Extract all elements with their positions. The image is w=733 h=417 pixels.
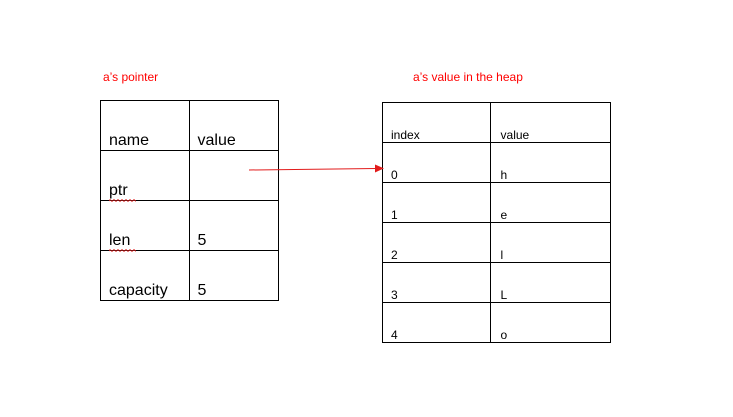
table-row: len 5 (100, 200, 279, 252)
heap-table: index value 0 h 1 e 2 l 3 L 4 o (382, 102, 612, 343)
header-label: value (500, 128, 530, 142)
arrow-line (248, 168, 377, 171)
value-cell: h (489, 142, 612, 183)
heap-value: h (500, 168, 508, 182)
heap-index: 4 (391, 328, 398, 342)
header-cell-value: value (489, 102, 612, 143)
value-cell: l (489, 222, 612, 263)
arrow-head (375, 164, 384, 173)
field-name-cell: len (100, 200, 190, 252)
value-cell: o (489, 302, 612, 343)
table-row: ptr (100, 150, 279, 202)
field-name-capacity: capacity (109, 282, 168, 299)
field-name-ptr: ptr (109, 182, 128, 199)
heap-caption: a’s value in the heap (413, 70, 523, 84)
field-name-len: len (109, 232, 131, 249)
table-row: 4 o (382, 302, 612, 343)
pointer-table: name value ptr len 5 capacity 5 (100, 100, 279, 301)
heap-value: l (500, 248, 504, 262)
index-cell: 0 (382, 142, 491, 183)
value-cell: L (489, 262, 612, 303)
index-cell: 3 (382, 262, 491, 303)
table-row: 0 h (382, 142, 612, 183)
table-row: 3 L (382, 262, 612, 303)
field-value-cell: 5 (188, 200, 279, 251)
header-cell-name: name (100, 100, 190, 151)
field-value-cell: 5 (188, 250, 279, 301)
field-value-capacity: 5 (197, 282, 207, 299)
field-value-cell (188, 150, 279, 201)
index-cell: 4 (382, 302, 491, 343)
table-row: 2 l (382, 222, 612, 263)
table-header-row: name value (100, 100, 279, 151)
pointer-caption: a’s pointer (103, 70, 159, 84)
heap-value: L (500, 288, 508, 302)
heap-index: 2 (391, 248, 398, 262)
heap-value: o (500, 328, 508, 342)
table-row: 1 e (382, 182, 612, 223)
heap-index: 1 (391, 208, 398, 222)
heap-index: 0 (391, 168, 398, 182)
table-header-row: index value (382, 102, 612, 143)
table-row: capacity 5 (100, 250, 279, 301)
heap-value: e (500, 208, 508, 222)
header-label: name (109, 132, 150, 149)
index-cell: 2 (382, 222, 491, 263)
header-label: index (391, 128, 420, 142)
value-cell: e (489, 182, 612, 223)
header-label: value (197, 132, 236, 149)
heap-index: 3 (391, 288, 398, 302)
field-value-len: 5 (197, 232, 207, 249)
